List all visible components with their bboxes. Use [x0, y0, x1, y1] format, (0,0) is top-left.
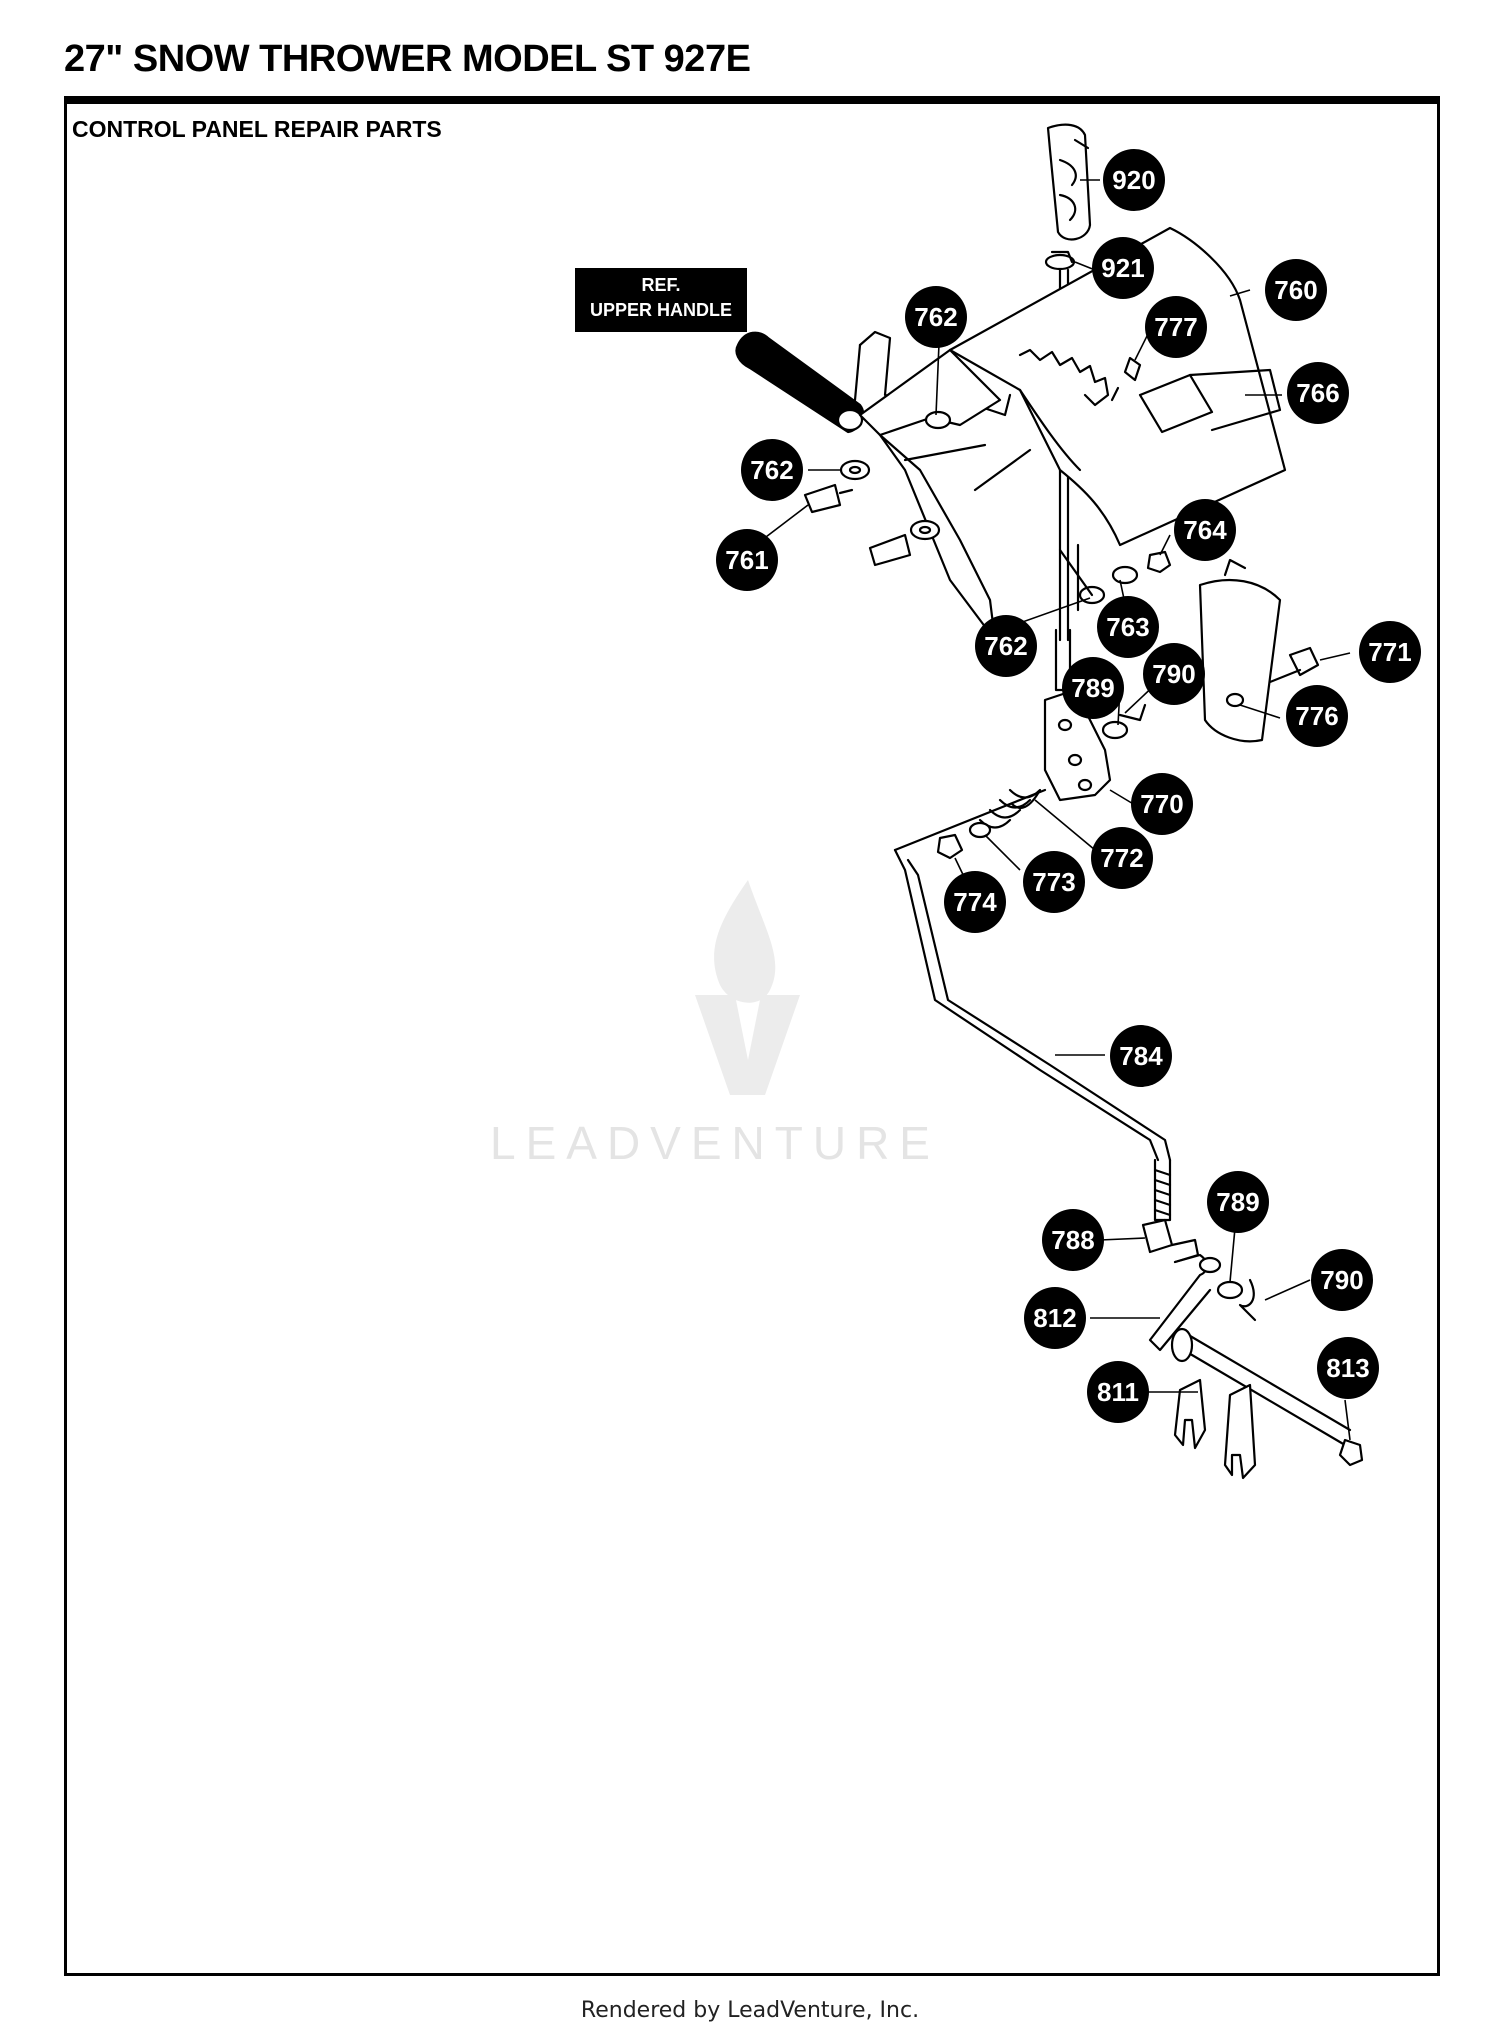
footer-credit: Rendered by LeadVenture, Inc.: [580, 1998, 920, 2023]
svg-text:777: 777: [1154, 312, 1197, 342]
watermark-logo: [695, 880, 800, 1095]
callout-761: 761: [716, 529, 778, 591]
callout-777: 777: [1145, 296, 1207, 358]
svg-text:790: 790: [1152, 659, 1195, 689]
callout-789-top: 789: [1062, 657, 1124, 719]
upper-handle-ref: [735, 330, 922, 434]
svg-text:762: 762: [984, 631, 1027, 661]
svg-text:761: 761: [725, 545, 768, 575]
svg-text:921: 921: [1101, 253, 1144, 283]
callout-811: 811: [1087, 1361, 1149, 1423]
callout-766: 766: [1287, 362, 1349, 424]
callout-764: 764: [1174, 499, 1236, 561]
diagram-frame: [64, 96, 1440, 1976]
svg-text:772: 772: [1100, 843, 1143, 873]
section-title: CONTROL PANEL REPAIR PARTS: [72, 116, 442, 142]
watermark-text: LEADVENTURE: [490, 1117, 940, 1169]
svg-text:774: 774: [953, 887, 997, 917]
svg-text:760: 760: [1274, 275, 1317, 305]
bracket-part: [1198, 558, 1320, 743]
svg-text:763: 763: [1106, 612, 1149, 642]
callout-784: 784: [1110, 1025, 1172, 1087]
callout-762-mid: 762: [975, 615, 1037, 677]
callout-788: 788: [1042, 1209, 1104, 1271]
callout-790-bottom: 790: [1311, 1249, 1373, 1311]
shaft-part: [1170, 1327, 1364, 1480]
svg-text:766: 766: [1296, 378, 1339, 408]
svg-text:762: 762: [750, 455, 793, 485]
svg-text:920: 920: [1112, 165, 1155, 195]
callout-770: 770: [1131, 773, 1193, 835]
svg-text:762: 762: [914, 302, 957, 332]
ref-upper-handle-label: REF. UPPER HANDLE: [575, 268, 747, 332]
svg-text:790: 790: [1320, 1265, 1363, 1295]
grip-part: [1044, 123, 1092, 271]
page-title: 27" SNOW THROWER MODEL ST 927E: [64, 38, 751, 80]
callout-762-left: 762: [741, 439, 803, 501]
svg-text:811: 811: [1097, 1377, 1139, 1407]
callout-774: 774: [944, 871, 1006, 933]
callout-773: 773: [1023, 851, 1085, 913]
svg-text:789: 789: [1216, 1187, 1259, 1217]
svg-text:812: 812: [1033, 1303, 1076, 1333]
callout-760: 760: [1265, 259, 1327, 321]
svg-text:788: 788: [1051, 1225, 1094, 1255]
ref-label-line2: UPPER HANDLE: [590, 300, 732, 320]
control-panel-part: [948, 226, 1287, 547]
callout-763: 763: [1097, 596, 1159, 658]
callout-771: 771: [1359, 621, 1421, 683]
svg-text:764: 764: [1183, 515, 1227, 545]
callout-812: 812: [1024, 1287, 1086, 1349]
svg-text:771: 771: [1368, 637, 1411, 667]
svg-text:813: 813: [1326, 1353, 1369, 1383]
callout-921: 921: [1092, 237, 1154, 299]
svg-text:773: 773: [1032, 867, 1075, 897]
svg-text:789: 789: [1071, 673, 1114, 703]
svg-text:784: 784: [1119, 1041, 1163, 1071]
svg-text:770: 770: [1140, 789, 1183, 819]
callout-920: 920: [1103, 149, 1165, 211]
callout-776: 776: [1286, 685, 1348, 747]
ref-label-line1: REF.: [641, 275, 680, 295]
shift-arm-part: [1148, 1253, 1257, 1352]
svg-text:776: 776: [1295, 701, 1338, 731]
callout-772: 772: [1091, 827, 1153, 889]
callout-789-bottom: 789: [1207, 1171, 1269, 1233]
long-rod-part: [893, 788, 1172, 1222]
callout-813: 813: [1317, 1337, 1379, 1399]
callout-790-top: 790: [1143, 643, 1205, 705]
callout-762-top: 762: [905, 286, 967, 348]
